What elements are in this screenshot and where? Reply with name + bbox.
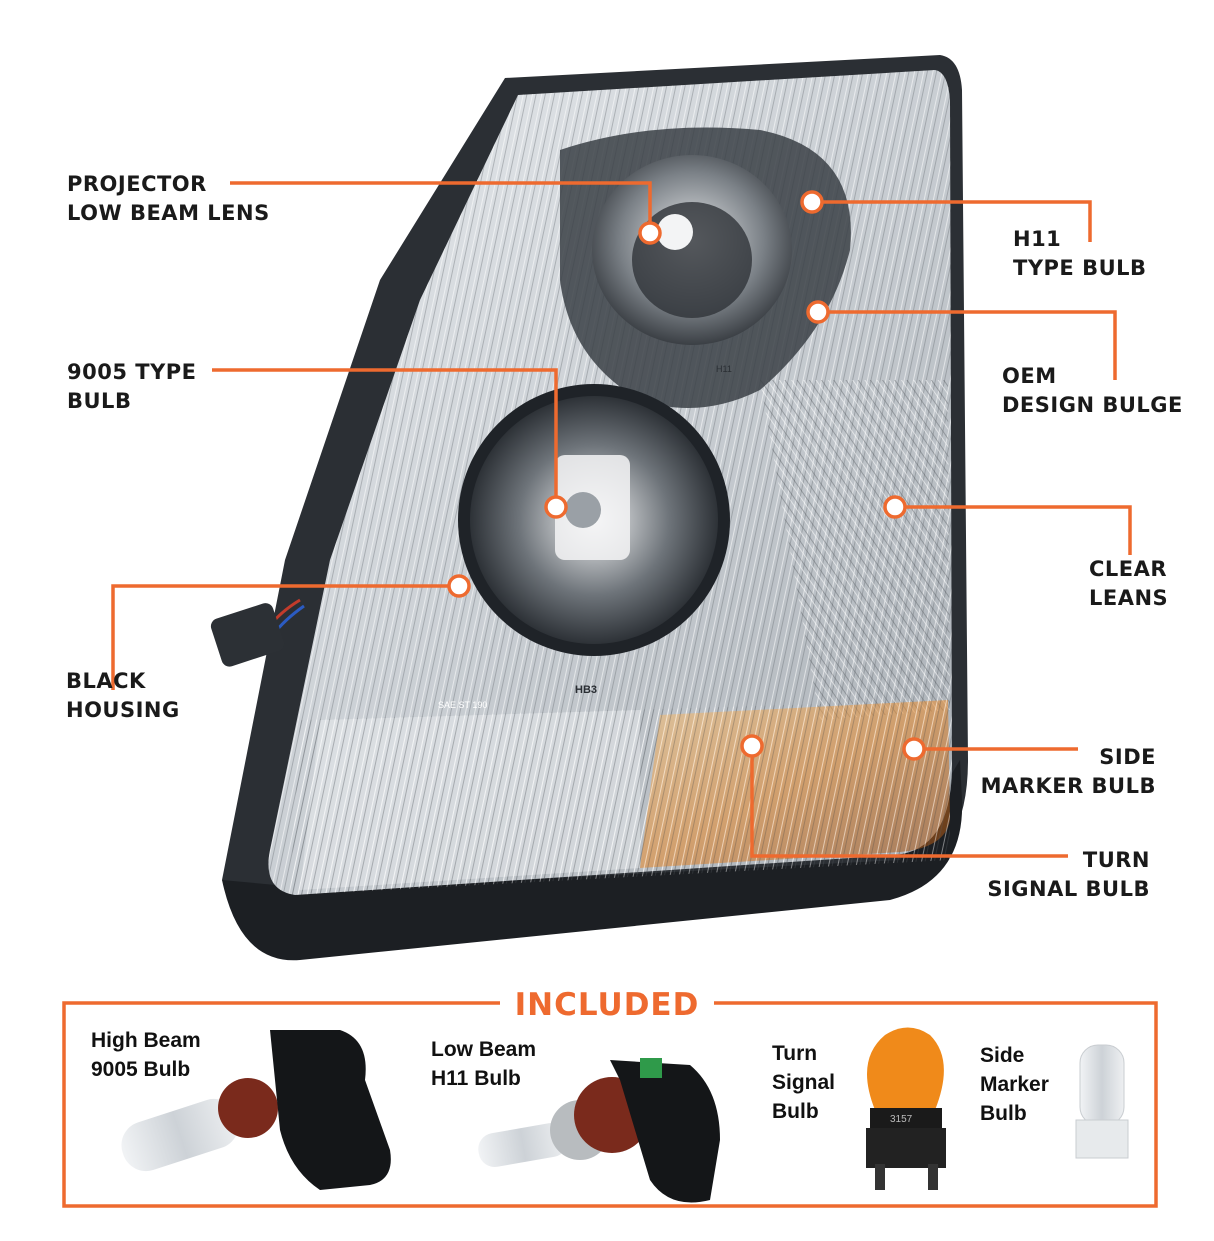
callout-dots (447, 190, 926, 761)
projector-leader (230, 181, 652, 232)
reflector-9005 (458, 384, 730, 656)
turn-signal-bulb-image: 3157 (866, 1027, 946, 1190)
high-beam-9005-bulb-image (121, 1030, 391, 1190)
wire-connector (210, 598, 305, 667)
side-marker-dot (902, 737, 926, 761)
included-title: INCLUDED (500, 985, 714, 1025)
oem-leader (818, 310, 1117, 380)
hb3-marking: HB3 (575, 684, 597, 696)
h11-dot (800, 190, 824, 214)
bulb9005-dot (544, 495, 568, 519)
turn-signal-leader (750, 746, 1068, 858)
callout-leaders (111, 181, 1132, 858)
h11-marking: H11 (716, 364, 732, 374)
turn-signal-section (290, 700, 950, 895)
clear-leader (895, 505, 1132, 555)
side-marker-bulb-image (1075, 1044, 1129, 1159)
clear-dot (883, 495, 907, 519)
projector-low-beam (560, 127, 851, 408)
turn-signal-dot (740, 734, 764, 758)
housing-dot (447, 574, 471, 598)
oem-dot (806, 300, 830, 324)
low-beam-h11-bulb-image (478, 1058, 720, 1203)
turn-signal-marking: 3157 (890, 1114, 913, 1125)
bulb9005-leader (212, 368, 558, 505)
h11-leader (812, 200, 1092, 242)
housing-leader (111, 584, 458, 690)
sae-marking: SAE ST 190 (438, 700, 487, 710)
projector-dot (638, 221, 662, 245)
